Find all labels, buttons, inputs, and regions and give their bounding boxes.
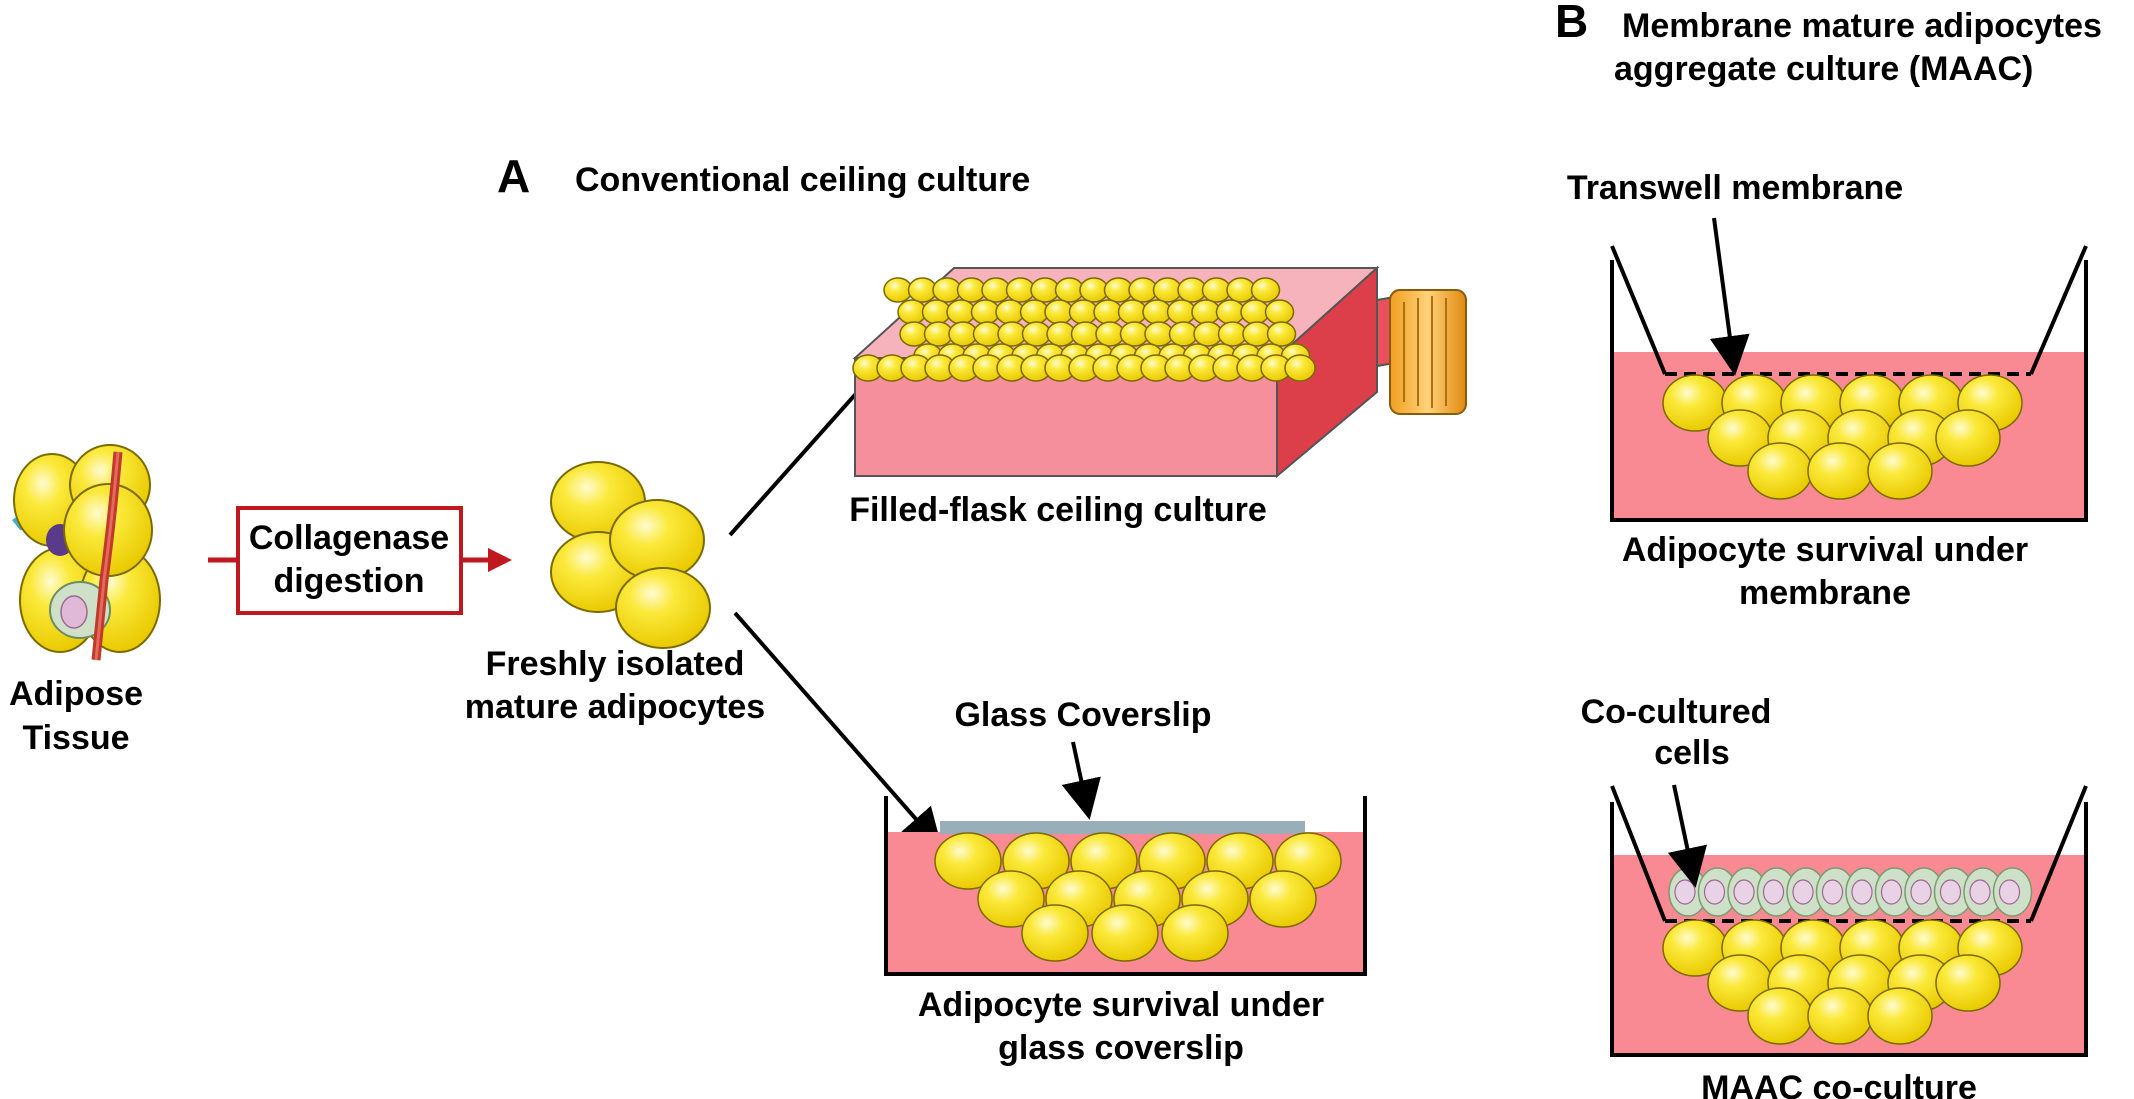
panel-a-title: Conventional ceiling culture (575, 161, 1030, 199)
adipocyte-icon (1264, 299, 1295, 325)
adipocyte-icon (1867, 987, 1933, 1045)
digestion-line1: Collagenase (249, 519, 449, 557)
cocultured-cell-icon (1904, 867, 1944, 917)
isolated-label-line1: Freshly isolated (486, 645, 745, 683)
adipocyte-icon (1249, 870, 1317, 928)
coverslip-label-line1: Adipocyte survival under (918, 986, 1324, 1024)
tissue-label-line1: Adipose (9, 675, 143, 713)
membrane-pointer (1709, 217, 1750, 376)
cocultured-cell-icon (1756, 867, 1797, 917)
adipocyte-icon (1021, 904, 1089, 962)
culture-well-icon (1610, 245, 2088, 522)
adipocyte-icon (977, 870, 1045, 928)
flask-cap (1389, 289, 1467, 415)
adipocyte-icon (1807, 987, 1873, 1045)
tissue-label-line2: Tissue (22, 719, 129, 757)
adipocyte-icon (1867, 442, 1933, 500)
panel-a-letter: A (497, 150, 530, 202)
digestion-box (236, 506, 463, 615)
coverslip-pointer (1061, 741, 1101, 820)
panel-b-title-line1: Membrane mature adipocytes (1622, 7, 2102, 45)
cocultured-cell-icon (1992, 867, 2033, 917)
adipocyte-icon (1747, 442, 1813, 500)
cocultured-cell-icon (1963, 867, 2003, 917)
adipocyte-icon (1807, 442, 1873, 500)
adipocyte-icon (1250, 277, 1281, 303)
coculture-pointer-line2: cells (1654, 734, 1730, 772)
cocultured-cell-icon (1874, 867, 1915, 917)
adipocyte-icon (1091, 904, 1159, 962)
adipocyte-icon (1266, 321, 1297, 347)
flask-label: Filled-flask ceiling culture (849, 491, 1267, 529)
coverslip-well (884, 796, 1367, 976)
coculture-label: MAAC co-culture (1701, 1069, 1977, 1099)
arrow-to-coverslip (733, 611, 943, 850)
culture-flask-icon (852, 265, 1467, 479)
membrane-label-line1: Adipocyte survival under (1622, 531, 2028, 569)
digestion-line2: digestion (273, 562, 424, 600)
adipocyte-icon (1747, 987, 1813, 1045)
adipocyte-icon (1935, 409, 2001, 467)
panel-b-letter: B (1555, 0, 1588, 47)
coculture-pointer (1667, 784, 1707, 888)
coverslip-label-line2: glass coverslip (998, 1029, 1244, 1067)
glass-coverslip (940, 821, 1305, 834)
cocultured-cell-icon (1815, 867, 1856, 917)
isolated-label-line2: mature adipocytes (465, 688, 765, 726)
coculture-pointer-line1: Co-cultured (1581, 693, 1772, 731)
membrane-label-line2: membrane (1739, 574, 1911, 612)
cocultured-cell-icon (1727, 867, 1767, 917)
coverslip-pointer-label: Glass Coverslip (954, 696, 1211, 734)
adipose-tissue-icon (12, 444, 161, 661)
adipocyte-icon (934, 832, 1002, 890)
membrane-pointer-label: Transwell membrane (1567, 169, 1903, 207)
adipocyte-icon (1935, 954, 2001, 1012)
adipocyte-icon (1161, 904, 1229, 962)
isolated-adipocytes (550, 461, 711, 649)
adipocyte-icon (1284, 354, 1316, 382)
panel-b-title-line2: aggregate culture (MAAC) (1614, 50, 2033, 88)
digestion-arrow (208, 548, 512, 572)
cocultured-cell-icon (1697, 867, 1738, 917)
cocultured-cell-icon (1933, 867, 1974, 917)
